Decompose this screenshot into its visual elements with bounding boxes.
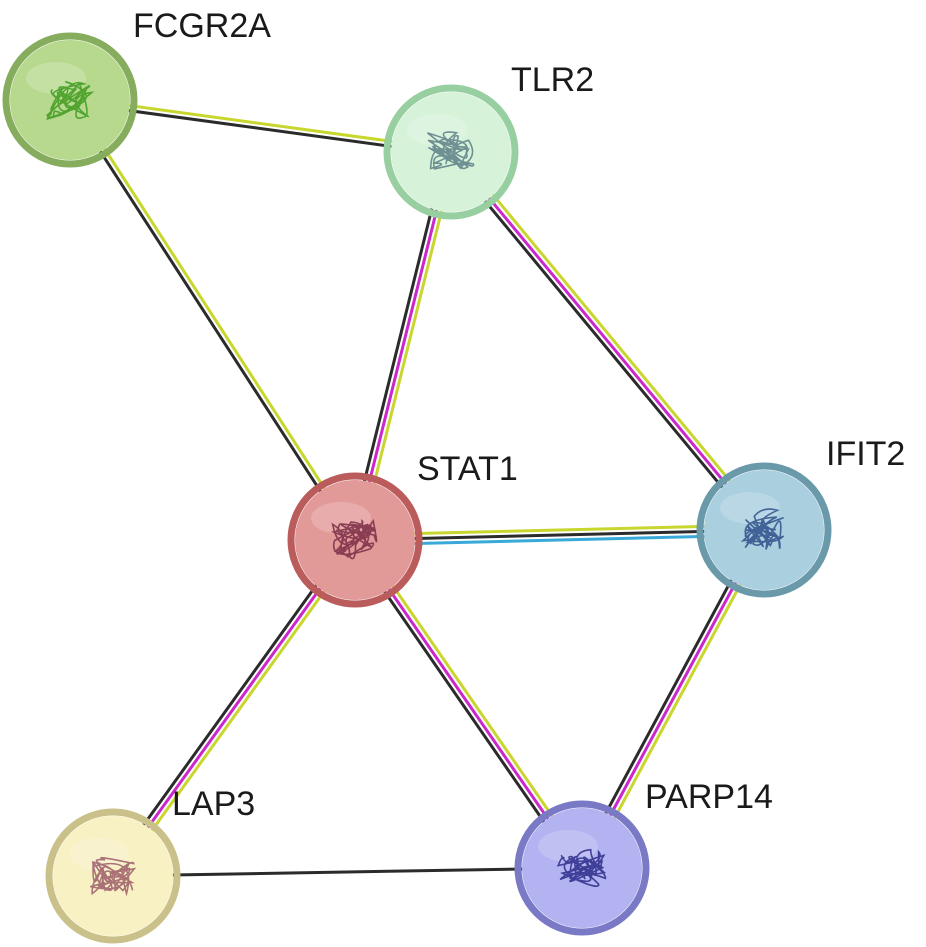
- edge-evidence-database: [355, 533, 765, 547]
- edge-evidence-coexpression: [349, 541, 580, 872]
- edge-evidence-textmining: [70, 97, 359, 540]
- protein-structure-icon: [45, 80, 95, 120]
- protein-structure-icon: [556, 848, 607, 887]
- edge-evidence-experiments: [111, 539, 357, 877]
- edge-evidence-coexpression: [107, 536, 353, 874]
- edge-evidence-coexpression: [66, 100, 355, 543]
- node-highlight: [407, 114, 467, 146]
- node-ring: [2, 32, 138, 168]
- edge-evidence-textmining: [354, 523, 764, 537]
- protein-structure-icon: [90, 856, 137, 897]
- edge-tlr2-ifit2[interactable]: [445, 147, 770, 535]
- node-highlight: [538, 830, 598, 862]
- edge-evidence-coexpression: [112, 866, 583, 878]
- node-highlight: [311, 502, 371, 534]
- node-highlight: [26, 62, 86, 94]
- node-stat1[interactable]: STAT1: [287, 450, 518, 608]
- node-lap3[interactable]: LAP3: [45, 785, 255, 944]
- node-highlight: [69, 838, 129, 870]
- node-label-fcgr2a: FCGR2A: [133, 7, 271, 45]
- node-label-ifit2: IFIT2: [826, 435, 905, 473]
- node-highlight: [720, 492, 780, 524]
- node-parp14[interactable]: PARP14: [514, 778, 773, 936]
- edge-evidence-textmining: [357, 536, 588, 867]
- edge-evidence-coexpression: [354, 528, 765, 542]
- node-ring: [696, 462, 832, 598]
- edge-evidence-coexpression: [445, 154, 762, 535]
- node-ring: [45, 808, 181, 944]
- protein-structure-icon: [330, 518, 378, 560]
- node-label-lap3: LAP3: [172, 785, 255, 823]
- node-label-stat1: STAT1: [417, 450, 518, 488]
- node-label-tlr2: TLR2: [511, 61, 594, 99]
- node-ring: [287, 472, 423, 608]
- edge-stat1-ifit2[interactable]: [354, 523, 765, 547]
- node-ring: [383, 84, 519, 220]
- edge-fcgr2a-stat1[interactable]: [66, 97, 359, 543]
- node-fcgr2a[interactable]: FCGR2A: [2, 7, 271, 168]
- node-ring: [514, 800, 650, 936]
- edges-layer: [66, 96, 770, 880]
- node-tlr2[interactable]: TLR2: [383, 61, 594, 220]
- edge-evidence-experiments: [449, 151, 766, 531]
- node-label-parp14: PARP14: [645, 778, 773, 816]
- node-circle: [295, 480, 415, 600]
- protein-structure-icon: [740, 508, 785, 550]
- node-ifit2[interactable]: IFIT2: [696, 435, 905, 598]
- edge-stat1-lap3[interactable]: [107, 536, 361, 880]
- edge-lap3-parp14[interactable]: [112, 866, 583, 878]
- protein-structure-icon: [426, 131, 475, 170]
- edge-evidence-textmining: [115, 542, 361, 880]
- edge-evidence-textmining: [453, 147, 770, 528]
